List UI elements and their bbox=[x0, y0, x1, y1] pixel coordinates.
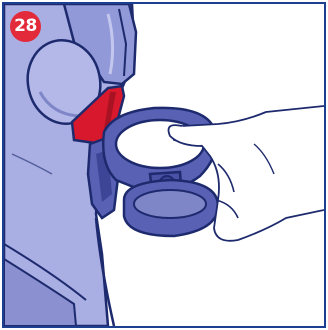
car-seat-cup-holder-attach-illustration bbox=[4, 4, 324, 326]
step-number-badge: 28 bbox=[10, 11, 41, 42]
instruction-panel: 28 bbox=[2, 2, 326, 328]
